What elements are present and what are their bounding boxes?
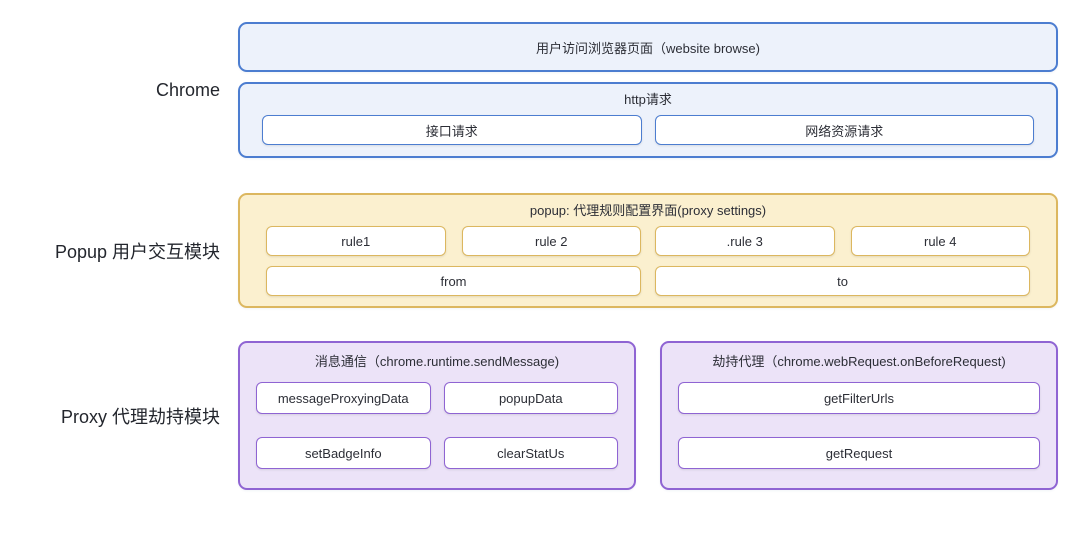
popup-section-content: popup: 代理规则配置界面(proxy settings) rule1 ru… (238, 193, 1058, 308)
to-row: to (655, 266, 1030, 296)
http-request-row: 接口请求 网络资源请求 (262, 115, 1034, 145)
popup-right-rules-row: .rule 3 rule 4 (655, 226, 1030, 256)
http-request-title: http请求 (624, 92, 672, 107)
proxy-section: Proxy 代理劫持模块 消息通信（chrome.runtime.sendMes… (0, 341, 1080, 490)
get-request-box: getRequest (678, 437, 1040, 469)
popup-section: Popup 用户交互模块 popup: 代理规则配置界面(proxy setti… (0, 193, 1080, 308)
popup-columns: rule1 rule 2 from .rule 3 rule 4 (266, 226, 1030, 296)
from-box: from (266, 266, 641, 296)
chrome-section-content: 用户访问浏览器页面（website browse) http请求 接口请求 网络… (238, 22, 1058, 158)
popup-right-column: .rule 3 rule 4 to (655, 226, 1030, 296)
message-communication-title: 消息通信（chrome.runtime.sendMessage) (314, 354, 560, 369)
popup-section-label: Popup 用户交互模块 (54, 241, 220, 262)
clear-status-box: clearStatUs (443, 437, 618, 469)
proxy-section-content: 消息通信（chrome.runtime.sendMessage) message… (238, 341, 1058, 490)
chrome-section-label: Chrome (155, 79, 220, 100)
extension-architecture-diagram: Chrome 用户访问浏览器页面（website browse) http请求 … (0, 22, 1080, 535)
popup-left-rules-row: rule1 rule 2 (266, 226, 641, 256)
rule4-box: rule 4 (850, 226, 1030, 256)
message-proxying-data-box: messageProxyingData (256, 382, 431, 414)
hijack-proxy-group: 劫持代理（chrome.webRequest.onBeforeRequest) … (660, 341, 1058, 490)
message-communication-group: 消息通信（chrome.runtime.sendMessage) message… (238, 341, 636, 490)
message-communication-grid: messageProxyingData popupData setBadgeIn… (256, 382, 618, 469)
proxy-section-label: Proxy 代理劫持模块 (60, 406, 220, 427)
rule2-box: rule 2 (461, 226, 641, 256)
set-badge-info-box: setBadgeInfo (256, 437, 431, 469)
api-request-box: 接口请求 (262, 115, 642, 145)
rule3-box: .rule 3 (655, 226, 835, 256)
to-box: to (655, 266, 1030, 296)
hijack-proxy-title: 劫持代理（chrome.webRequest.onBeforeRequest) (712, 354, 1006, 369)
http-request-group: http请求 接口请求 网络资源请求 (238, 82, 1058, 158)
website-browse-label: 用户访问浏览器页面（website browse) (536, 40, 760, 56)
website-browse-box: 用户访问浏览器页面（website browse) (238, 22, 1058, 72)
popup-left-column: rule1 rule 2 from (266, 226, 641, 296)
hijack-proxy-stack: getFilterUrls getRequest (678, 382, 1040, 469)
get-filter-urls-box: getFilterUrls (678, 382, 1040, 414)
proxy-settings-title: popup: 代理规则配置界面(proxy settings) (529, 203, 767, 218)
from-row: from (266, 266, 641, 296)
rule1-box: rule1 (266, 226, 446, 256)
popup-data-box: popupData (443, 382, 618, 414)
chrome-section: Chrome 用户访问浏览器页面（website browse) http请求 … (0, 22, 1080, 158)
proxy-settings-group: popup: 代理规则配置界面(proxy settings) rule1 ru… (238, 193, 1058, 308)
network-resource-request-box: 网络资源请求 (654, 115, 1034, 145)
